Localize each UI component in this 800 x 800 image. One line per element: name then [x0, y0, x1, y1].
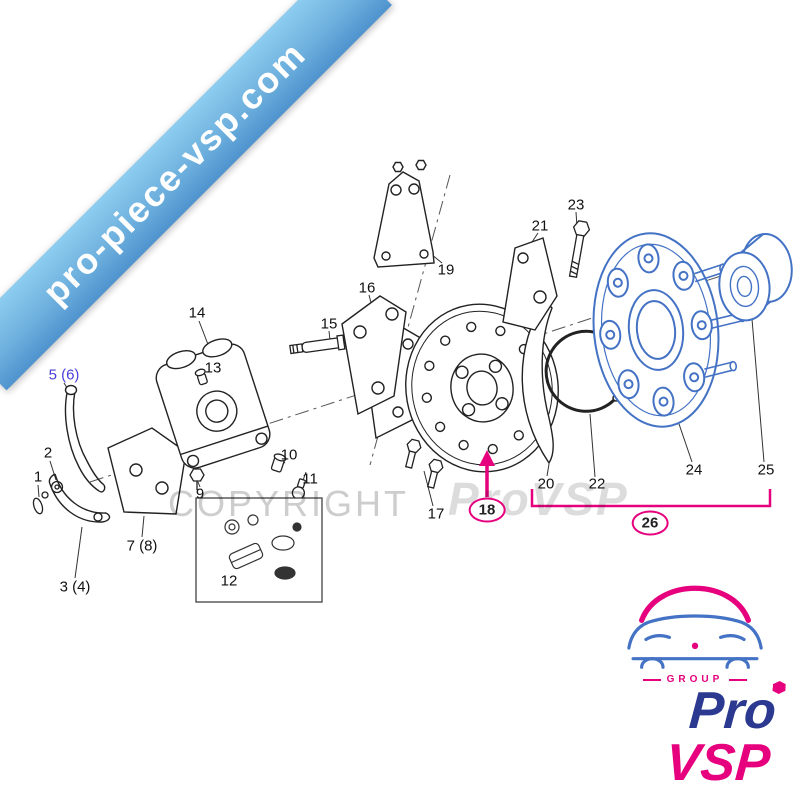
highlight-arrow-18 [479, 450, 495, 497]
group-line-right [729, 678, 748, 681]
group-line-left [642, 678, 661, 681]
logo-pro-text: Pro [687, 682, 779, 740]
logo-vsp-wordmark: VSP [663, 734, 773, 792]
part-25-bearing [718, 233, 793, 322]
logo-pro-wordmark: Pro [602, 682, 788, 740]
part-18-brake-disc [405, 303, 559, 473]
part-21-bracket [502, 237, 558, 331]
part-20-dust-shield [521, 298, 554, 465]
part-24-hub [592, 232, 746, 428]
logo-group-row: GROUP [604, 674, 786, 685]
part-5-lever [64, 384, 106, 493]
copyright-watermark: COPYRIGHT [168, 483, 410, 524]
part-9-bolt [189, 468, 205, 490]
car-icon [627, 585, 763, 669]
part-23-bolt [568, 220, 591, 279]
part-19-top-bracket [373, 159, 435, 268]
highlight-bracket-26 [530, 489, 772, 508]
part-1-pin [32, 491, 49, 515]
part-12-seal-kit-box [195, 497, 323, 603]
part-10-fitting [270, 453, 287, 473]
part-7-bracket [107, 427, 187, 515]
part-14-caliper [155, 338, 271, 469]
part-17-bolts [404, 438, 444, 489]
brand-watermark: ProVSP [448, 473, 629, 525]
part-2-washer [50, 480, 64, 494]
part-3-lever [48, 473, 111, 523]
provsp-logo: GROUP Pro VSP [604, 584, 786, 796]
logo-group-text: GROUP [666, 674, 724, 685]
part-13-bleed-screw [194, 368, 208, 386]
